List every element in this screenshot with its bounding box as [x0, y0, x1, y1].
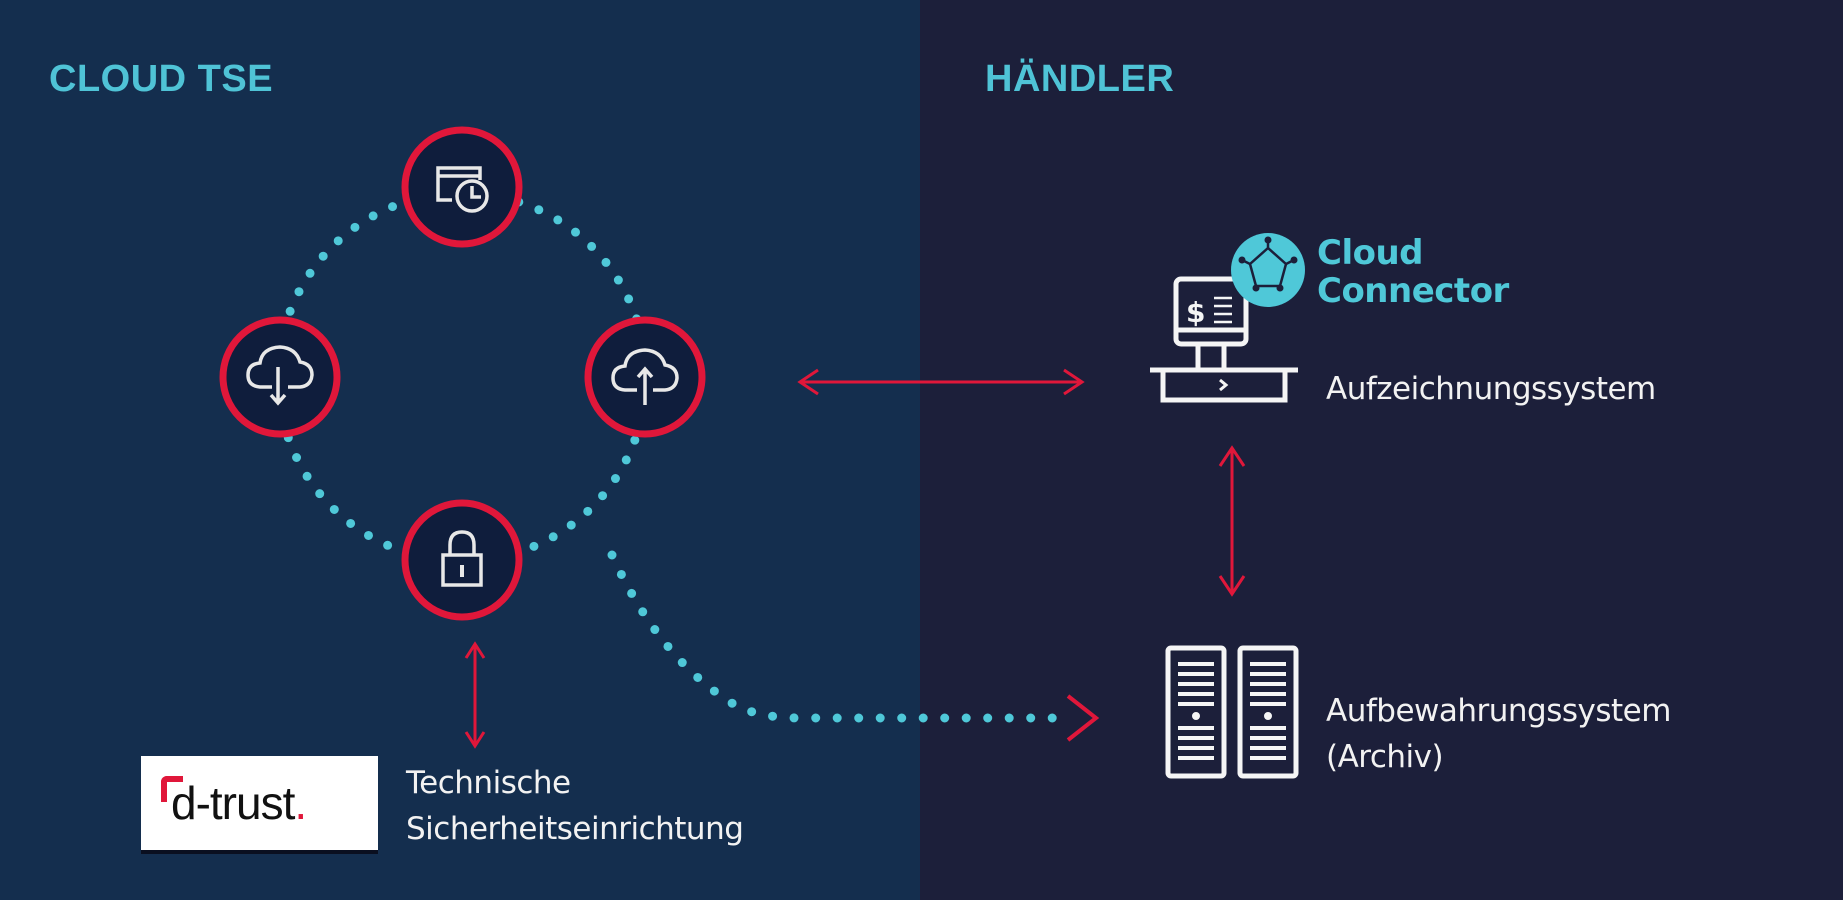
- recording-system-label: Aufzeichnungssystem: [1326, 371, 1656, 407]
- archive-system-line-2: (Archiv): [1326, 739, 1444, 775]
- tse-line-1: Technische: [406, 765, 571, 801]
- cash-register-icon: $: [1150, 276, 1298, 403]
- server-archive-icon: [1165, 645, 1299, 779]
- arrowhead-to-archive: [1066, 694, 1100, 742]
- cloud-download-icon: [246, 345, 314, 406]
- arrow-cloud-to-recording: [797, 368, 1085, 396]
- archive-system-label: Aufbewahrungssystem (Archiv): [1326, 688, 1671, 780]
- d-trust-logo: d-trust.: [141, 756, 378, 854]
- d-trust-logo-mark: [161, 776, 183, 802]
- section-title-haendler: HÄNDLER: [985, 58, 1175, 100]
- cloud-connector-icon: [1231, 233, 1305, 307]
- arrow-recording-to-archive: [1218, 445, 1246, 597]
- dotted-path-to-archive: [607, 550, 1070, 723]
- d-trust-wordmark: d-trust: [171, 777, 295, 829]
- arrow-lock-to-dtrust: [464, 641, 486, 749]
- tse-label: Technische Sicherheitseinrichtung: [406, 760, 744, 852]
- node-lock: [401, 499, 523, 621]
- cloud-connector-line-1: Cloud: [1317, 233, 1424, 273]
- archive-system-line-1: Aufbewahrungssystem: [1326, 693, 1671, 729]
- section-title-cloud-tse: CLOUD TSE: [49, 58, 274, 100]
- calendar-clock-icon: [436, 166, 489, 213]
- cloud-connector-line-2: Connector: [1317, 271, 1509, 311]
- lock-icon: [441, 530, 483, 587]
- cloud-upload-icon: [611, 348, 679, 405]
- cloud-connector-label: Cloud Connector: [1317, 234, 1509, 310]
- d-trust-dot: .: [294, 777, 307, 829]
- node-calendar-clock: [401, 126, 523, 248]
- tse-line-2: Sicherheitseinrichtung: [406, 811, 744, 847]
- d-trust-logo-text: d-trust.: [171, 776, 307, 830]
- node-cloud-download: [219, 316, 341, 438]
- node-cloud-upload: [584, 316, 706, 438]
- haendler-panel: [920, 0, 1843, 900]
- svg-text:$: $: [1186, 296, 1205, 329]
